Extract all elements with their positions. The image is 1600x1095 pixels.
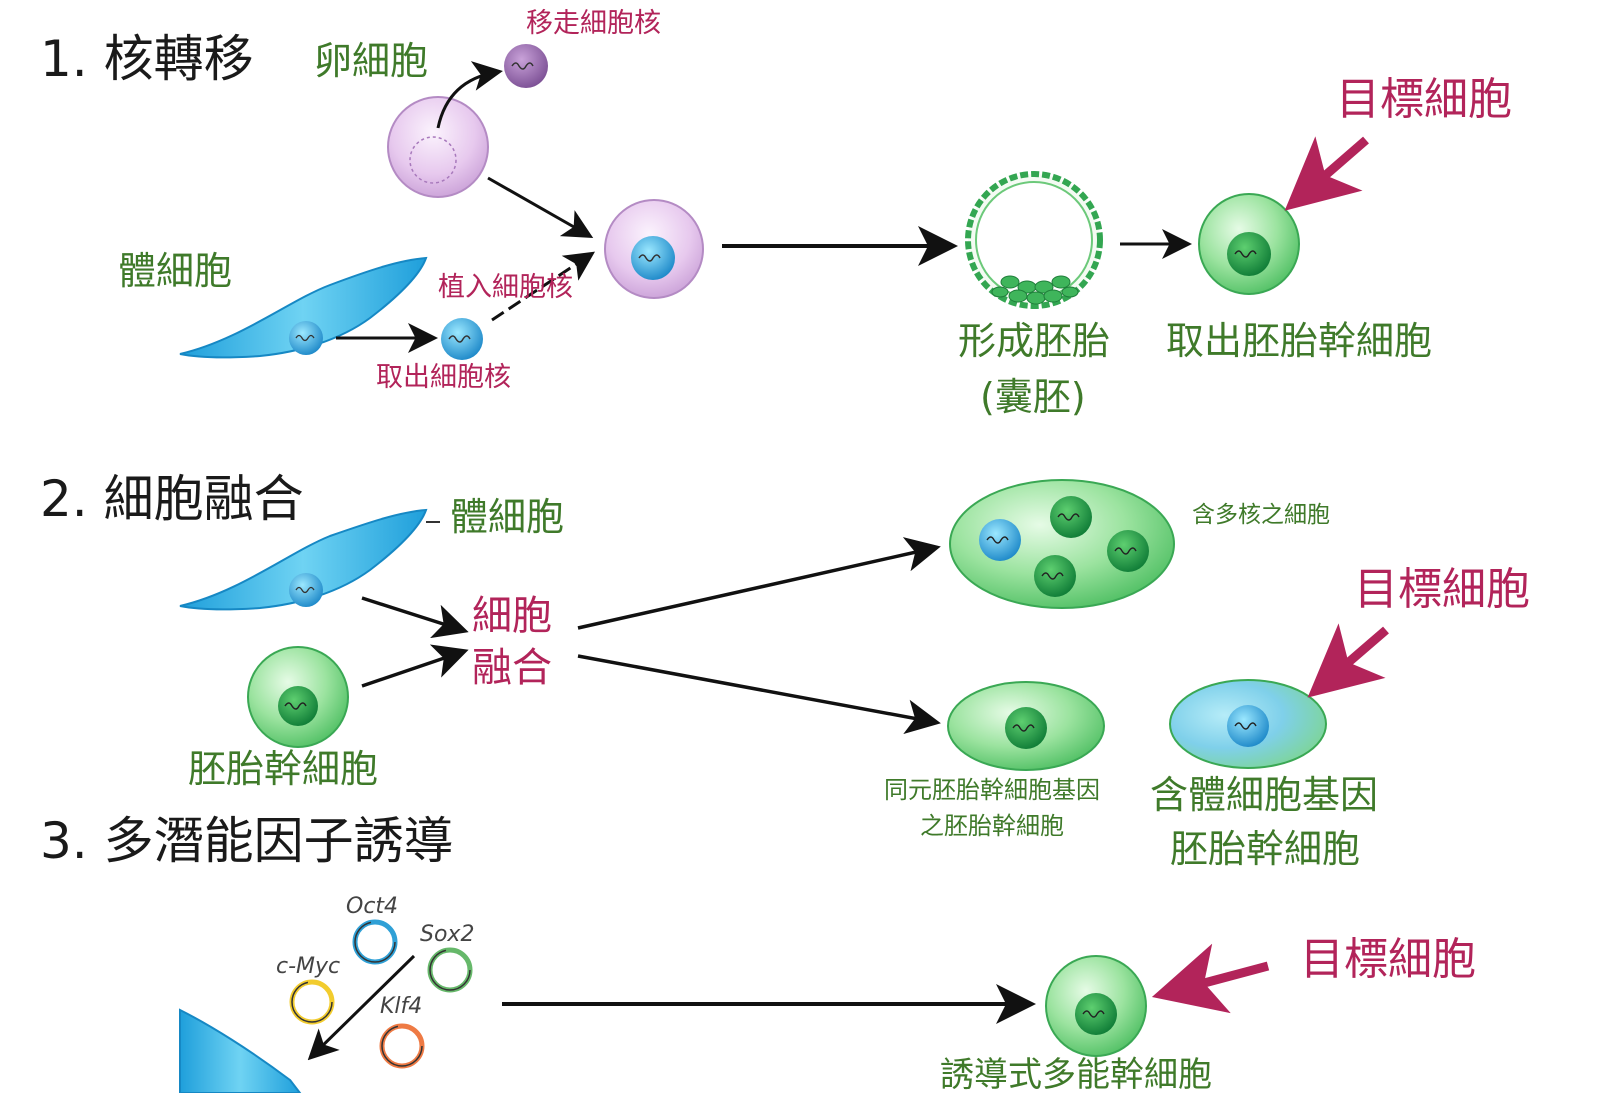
- label-somatic-cell-2: 體細胞: [450, 495, 565, 539]
- genes-to-cell-arrow: [307, 954, 416, 1061]
- label-hybrid-line1: 含體細胞基因: [1150, 773, 1379, 817]
- fusion-to-iso-es-arrow: [577, 654, 941, 735]
- label-es-cell: 胚胎幹細胞: [188, 747, 379, 791]
- extracted-nucleus: [441, 318, 483, 360]
- label-iso-es-line1: 同元胚胎幹細胞基因: [884, 776, 1100, 804]
- label-extract-nucleus: 取出細胞核: [376, 362, 511, 393]
- label-remove-nucleus: 移走細胞核: [526, 8, 661, 39]
- label-gene-sox2: Sox2: [420, 922, 475, 947]
- somatic-cell-2: [179, 508, 428, 611]
- es-to-fusion-arrow: [361, 644, 469, 688]
- removed-nucleus: [504, 44, 548, 88]
- label-fusion-line1: 細胞: [472, 593, 552, 639]
- label-form-embryo: 形成胚胎: [958, 319, 1111, 363]
- iso-es-cell: [947, 681, 1105, 771]
- reconstructed-egg: [604, 199, 704, 299]
- multinucleated-cell: [949, 479, 1175, 609]
- remove-nucleus-arrow: [436, 61, 503, 129]
- section-title-cell-fusion: 2. 細胞融合: [40, 470, 304, 528]
- label-target-cell-3: 目標細胞: [1300, 934, 1476, 985]
- gene-plasmids: [289, 919, 473, 1069]
- ips-cell: [1045, 955, 1147, 1057]
- label-iso-es-line2: 之胚胎幹細胞: [920, 812, 1064, 840]
- somatic-cell-3: [179, 1008, 302, 1093]
- label-egg-cell: 卵細胞: [314, 39, 429, 83]
- hybrid-es-cell: [1169, 679, 1327, 769]
- label-gene-cmyc: c-Myc: [276, 954, 341, 979]
- egg-cell: [387, 96, 489, 198]
- somatic-to-fusion-arrow: [361, 596, 469, 639]
- fusion-to-multinucleated-arrow: [577, 537, 941, 630]
- label-multinucleated: 含多核之細胞: [1192, 502, 1330, 528]
- label-fusion-line2: 融合: [472, 645, 552, 691]
- section-title-induction: 3. 多潛能因子誘導: [40, 812, 454, 870]
- label-hybrid-line2: 胚胎幹細胞: [1170, 827, 1361, 871]
- label-implant-nucleus: 植入細胞核: [438, 272, 573, 303]
- label-target-cell-2: 目標細胞: [1354, 564, 1530, 615]
- target-arrow-2: [1307, 623, 1389, 698]
- target-arrow-3: [1151, 943, 1270, 1014]
- target-arrow-1: [1284, 136, 1369, 211]
- es-cell-fusion-source: [247, 646, 349, 748]
- label-gene-klf4: Klf4: [380, 994, 423, 1019]
- es-cell-target-1: [1198, 193, 1300, 295]
- somatic-cell-1: [179, 256, 428, 359]
- blastocyst: [965, 171, 1103, 309]
- label-gene-oct4: Oct4: [346, 894, 399, 919]
- label-extract-es: 取出胚胎幹細胞: [1166, 319, 1433, 363]
- egg-to-reconstructed-arrow: [487, 176, 594, 238]
- label-somatic-cell-1: 體細胞: [118, 249, 233, 293]
- label-target-cell-1: 目標細胞: [1336, 74, 1512, 125]
- section-title-nuclear-transfer: 1. 核轉移: [40, 30, 254, 88]
- label-blastocyst: (囊胚): [980, 375, 1086, 419]
- label-ips-cell: 誘導式多能幹細胞: [940, 1055, 1212, 1095]
